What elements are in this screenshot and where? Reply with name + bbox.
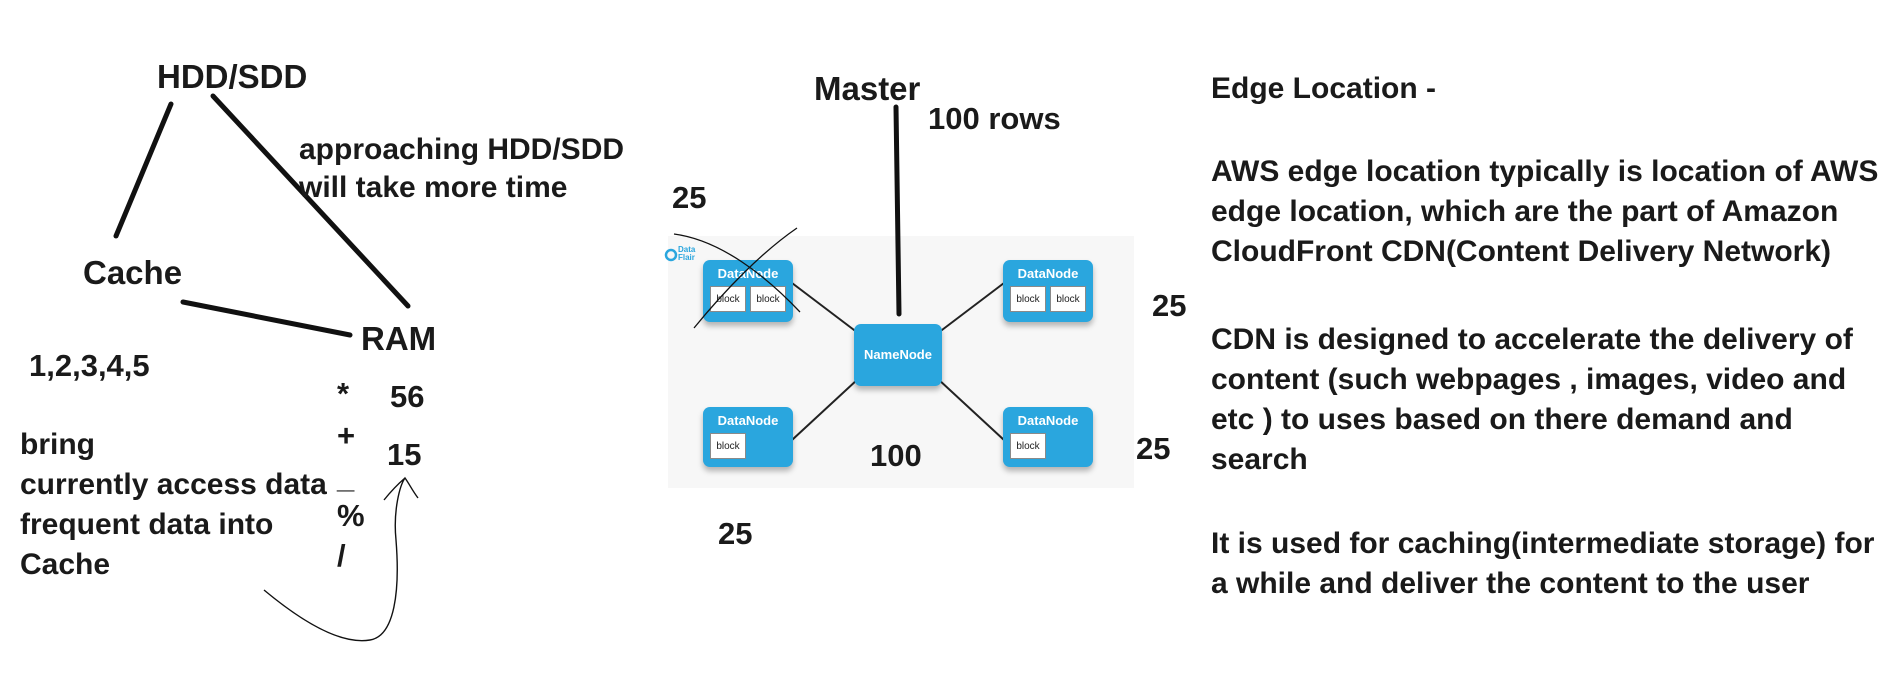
link-nn-dn4 — [937, 378, 1005, 441]
count-center: 100 — [870, 438, 922, 473]
datanode-bottom-right: DataNode block — [1003, 407, 1093, 467]
cache-label: Cache — [83, 254, 183, 291]
hdd-label: HDD/SDD — [157, 58, 308, 95]
edge-para-line: It is used for caching(intermediate stor… — [1211, 527, 1875, 560]
rows-label: 100 rows — [928, 101, 1061, 136]
count-top-right: 25 — [1152, 288, 1187, 323]
edge-para-aws: AWS edge location typically is location … — [1211, 152, 1878, 272]
edge-para-caching: It is used for caching(intermediate stor… — [1211, 524, 1874, 604]
op-plus: + — [337, 418, 356, 453]
datanode-label: DataNode — [1017, 413, 1079, 428]
edge-para-line: content (such webpages , images, video a… — [1211, 363, 1847, 396]
block-box: block — [750, 286, 786, 312]
block-box: block — [1050, 286, 1086, 312]
datanode-label: DataNode — [717, 413, 779, 428]
edge-para-line: AWS edge location typically is location … — [1211, 155, 1879, 188]
bring-note-line: Cache — [20, 548, 111, 581]
namenode-box: NameNode — [854, 324, 942, 386]
numbers-list: 1,2,3,4,5 — [29, 348, 150, 383]
block-box: block — [1010, 433, 1046, 459]
value-56: 56 — [390, 379, 425, 414]
link-nn-dn3 — [791, 378, 859, 441]
block-box: block — [710, 433, 746, 459]
link-nn-dn1 — [791, 282, 859, 334]
datanode-label: DataNode — [1017, 266, 1079, 281]
count-bottom-left: 25 — [718, 516, 753, 551]
op-divide: / — [337, 538, 346, 573]
datanode-top-right: DataNode block block — [1003, 260, 1093, 322]
edge-para-cdn: CDN is designed to accelerate the delive… — [1211, 320, 1853, 480]
link-nn-dn2 — [937, 282, 1005, 334]
op-modulo: % — [337, 498, 365, 533]
bring-note-line: bring — [20, 428, 95, 461]
edge-para-line: a while and deliver the content to the u… — [1211, 567, 1810, 600]
master-label: Master — [814, 70, 921, 107]
value-15: 15 — [387, 437, 422, 472]
cache-ram-line — [180, 299, 353, 338]
brand-logo-text: Data Flair — [678, 245, 696, 262]
approach-note-line1: approaching HDD/SDD — [299, 133, 625, 166]
op-minus: _ — [337, 460, 355, 495]
edge-para-line: etc ) to uses based on there demand and — [1211, 403, 1793, 436]
bring-note-line: frequent data into — [20, 508, 274, 541]
approach-note-line2: will take more time — [299, 171, 568, 204]
count-bottom-right: 25 — [1136, 431, 1171, 466]
edge-heading: Edge Location - — [1211, 72, 1436, 105]
handwritten-arrow-curve — [263, 476, 419, 642]
edge-para-line: search — [1211, 443, 1308, 476]
count-top-left: 25 — [672, 180, 707, 215]
block-box: block — [1010, 286, 1046, 312]
namenode-label: NameNode — [864, 347, 932, 362]
hdd-cache-line — [113, 101, 174, 239]
op-multiply: * — [337, 376, 350, 411]
bring-note-line: currently access data — [20, 468, 327, 501]
ram-label: RAM — [361, 320, 437, 357]
master-line — [893, 104, 902, 317]
edge-para-line: CDN is designed to accelerate the delive… — [1211, 323, 1853, 356]
brand-logo: Data Flair — [664, 246, 704, 266]
datanode-bottom-left: DataNode block — [703, 407, 793, 467]
hdd-ram-line — [210, 93, 411, 309]
edge-para-line: CloudFront CDN(Content Delivery Network) — [1211, 235, 1832, 268]
edge-para-line: edge location, which are the part of Ama… — [1211, 195, 1839, 228]
bring-note: bring currently access data frequent dat… — [20, 425, 327, 585]
brand-logo-icon — [664, 248, 678, 262]
block-box: block — [710, 286, 746, 312]
